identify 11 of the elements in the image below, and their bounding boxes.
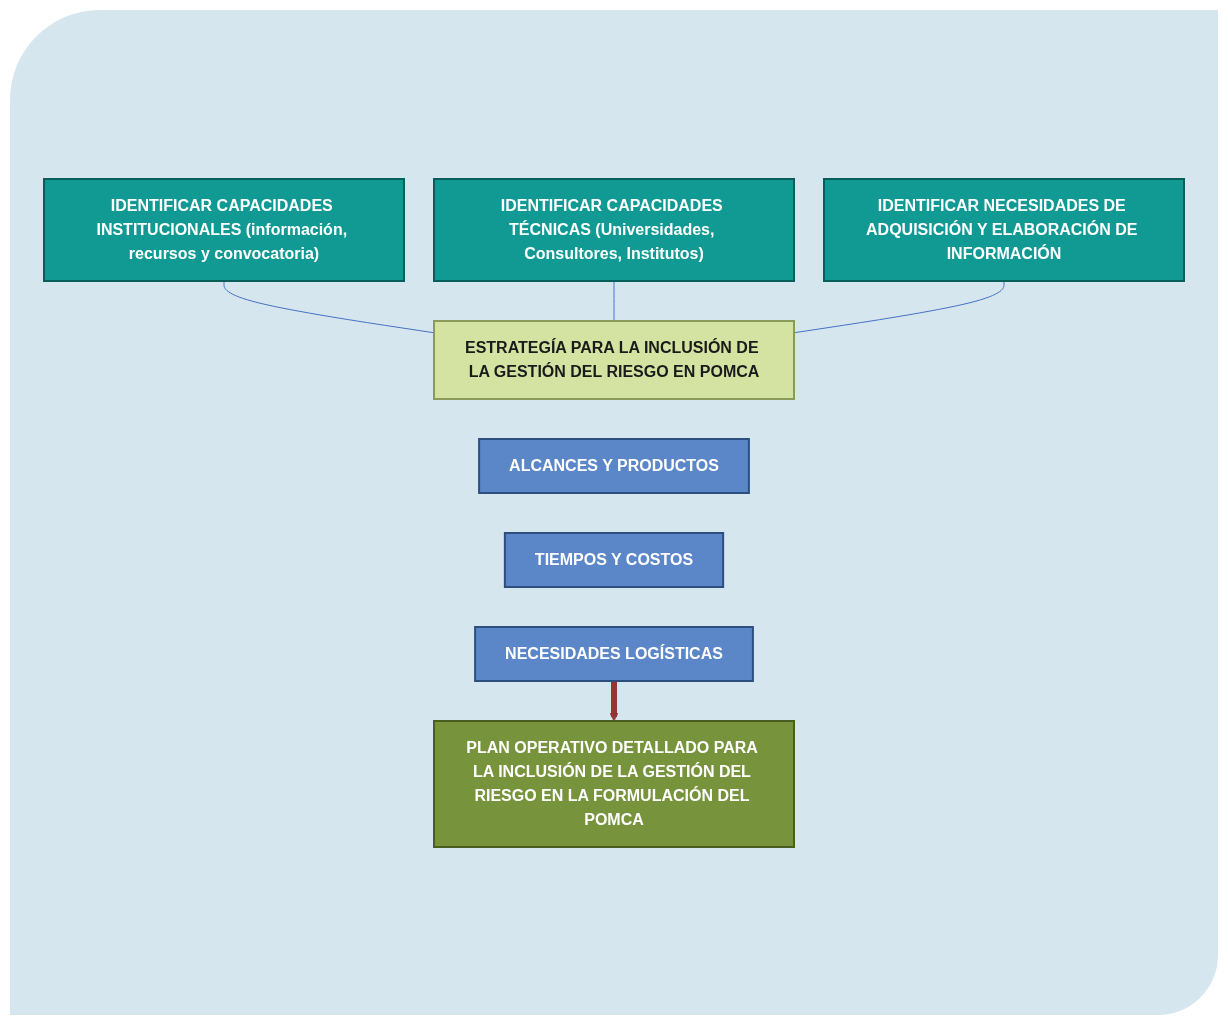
node-box: TIEMPOS Y COSTOS xyxy=(503,531,725,588)
node-box: ESTRATEGÍA PARA LA INCLUSIÓN DE LA GESTIÓN DEL RIESGO EN POMCA xyxy=(433,319,795,400)
node-box: NECESIDADES LOGÍSTICAS xyxy=(474,625,754,682)
connector xyxy=(223,280,435,333)
arrow xyxy=(609,680,619,721)
node-box: IDENTIFICAR CAPACIDADES TÉCNICAS (Universidades, Consultores, Institutos) xyxy=(433,177,795,282)
connector xyxy=(613,280,615,321)
node-box: PLAN OPERATIVO DETALLADO PARA LA INCLUSIÓN DE LA GESTIÓN DEL RIESGO EN LA FORMULACIÓN DEL POMCA xyxy=(433,719,795,848)
node-box: IDENTIFICAR CAPACIDADES INSTITUCIONALES (información, recursos y convocatoria) xyxy=(43,177,405,282)
node-box: ALCANCES Y PRODUCTOS xyxy=(478,437,750,494)
node-box: IDENTIFICAR NECESIDADES DE ADQUISICIÓN Y ELABORACIÓN DE INFORMACIÓN xyxy=(823,177,1185,282)
